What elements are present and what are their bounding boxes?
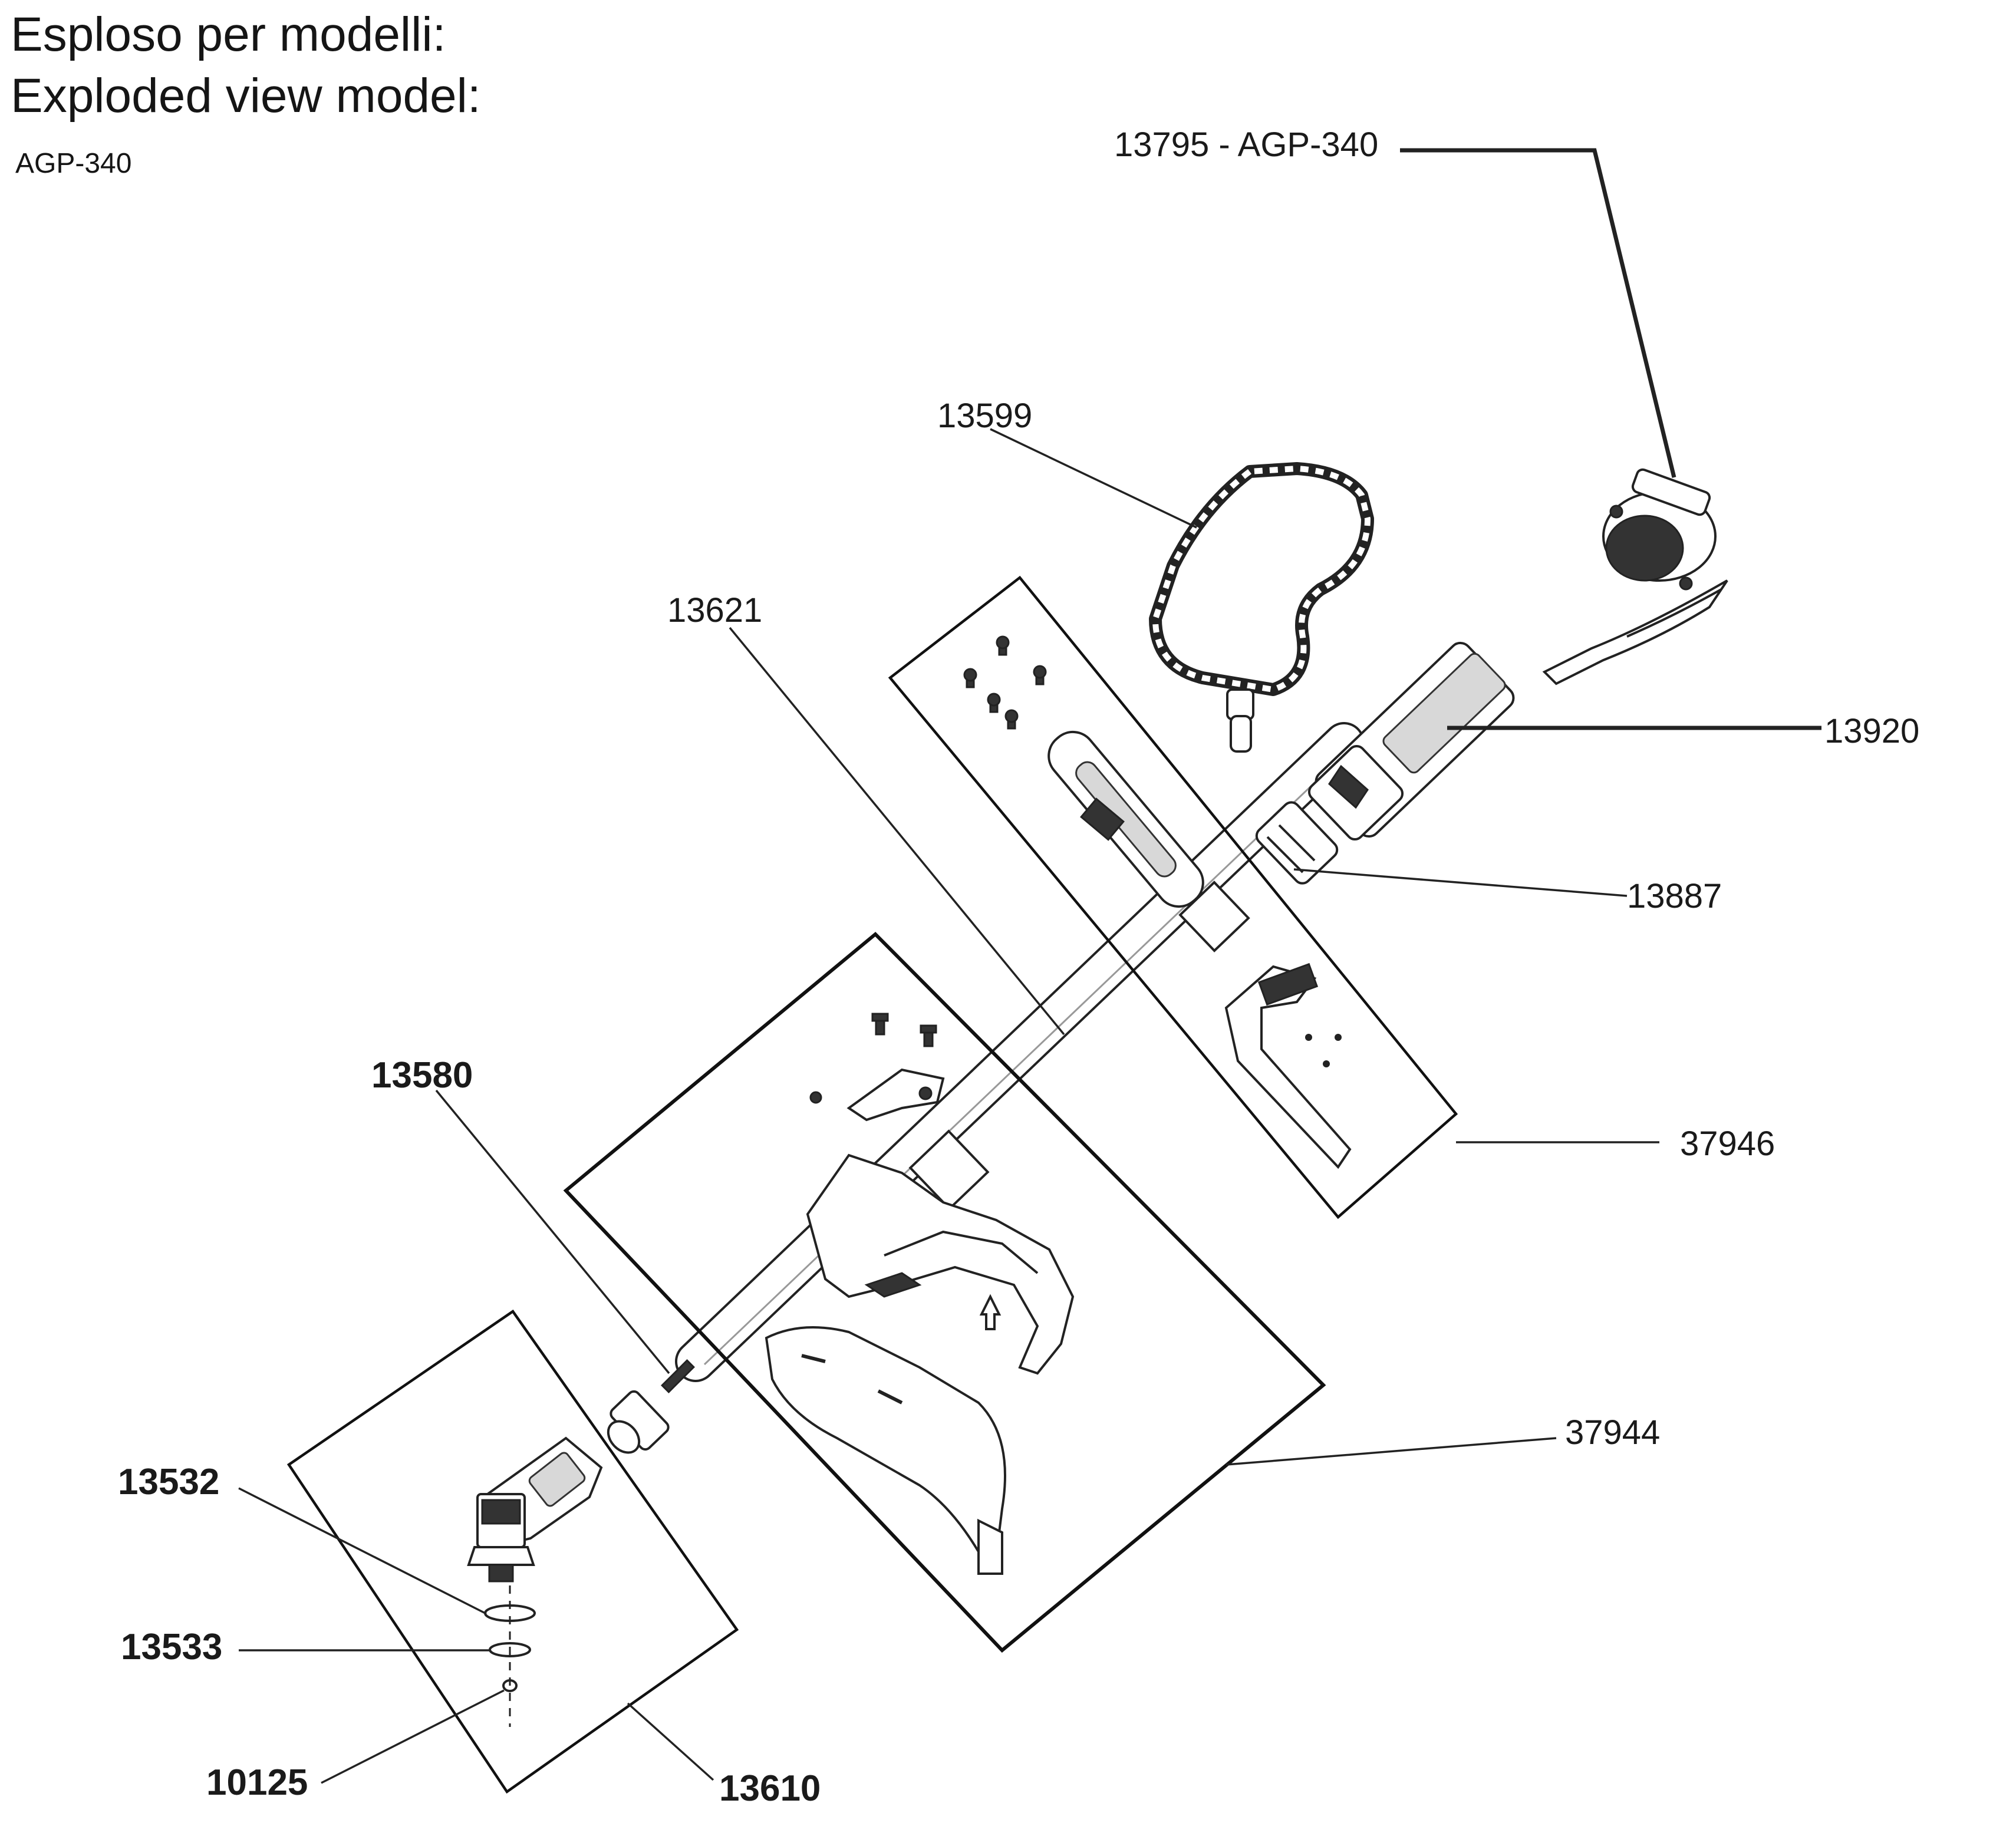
label-13580: 13580	[371, 1055, 473, 1096]
leader-10125	[321, 1689, 505, 1784]
label-13887: 13887	[1627, 877, 1722, 915]
title-english: Exploded view model:	[11, 69, 481, 123]
label-13532: 13532	[118, 1462, 219, 1502]
shoulder-strap-icon	[1149, 462, 1374, 753]
leader-13621	[729, 627, 1065, 1036]
shaft-fitting-icon	[607, 1359, 695, 1454]
guard-kit-icon	[765, 1013, 1075, 1575]
leader-13795	[1400, 148, 1676, 478]
leader-lines	[238, 148, 1821, 1784]
coupling-ring-icon	[1255, 801, 1339, 885]
gear-head-icon	[467, 1436, 603, 1727]
leader-13532	[238, 1487, 487, 1615]
label-10125: 10125	[206, 1762, 308, 1803]
leader-37944	[1226, 1437, 1557, 1466]
label-13533: 13533	[121, 1627, 222, 1667]
label-13621: 13621	[667, 591, 762, 629]
leader-13580	[435, 1089, 670, 1374]
label-37946: 37946	[1680, 1125, 1775, 1163]
label-13610: 13610	[719, 1768, 821, 1809]
label-13795: 13795 - AGP-340	[1114, 126, 1378, 164]
guard-kit-frame	[563, 931, 1326, 1653]
label-37944: 37944	[1565, 1413, 1660, 1452]
gear-head-kit-frame	[286, 1309, 739, 1794]
label-13599: 13599	[937, 397, 1032, 435]
motor-head-icon	[1542, 468, 1728, 685]
drive-shaft	[675, 722, 1365, 1382]
model-name: AGP-340	[15, 148, 132, 179]
leader-13887	[1293, 868, 1628, 897]
label-13920: 13920	[1824, 712, 1919, 750]
leader-13610	[627, 1702, 714, 1781]
handle-kit-frame	[888, 575, 1458, 1219]
handle-housing-icon	[1307, 641, 1515, 841]
title-italian: Esploso per modelli:	[11, 8, 446, 61]
leader-13599	[990, 428, 1197, 529]
handle-kit-icon	[963, 635, 1352, 1169]
